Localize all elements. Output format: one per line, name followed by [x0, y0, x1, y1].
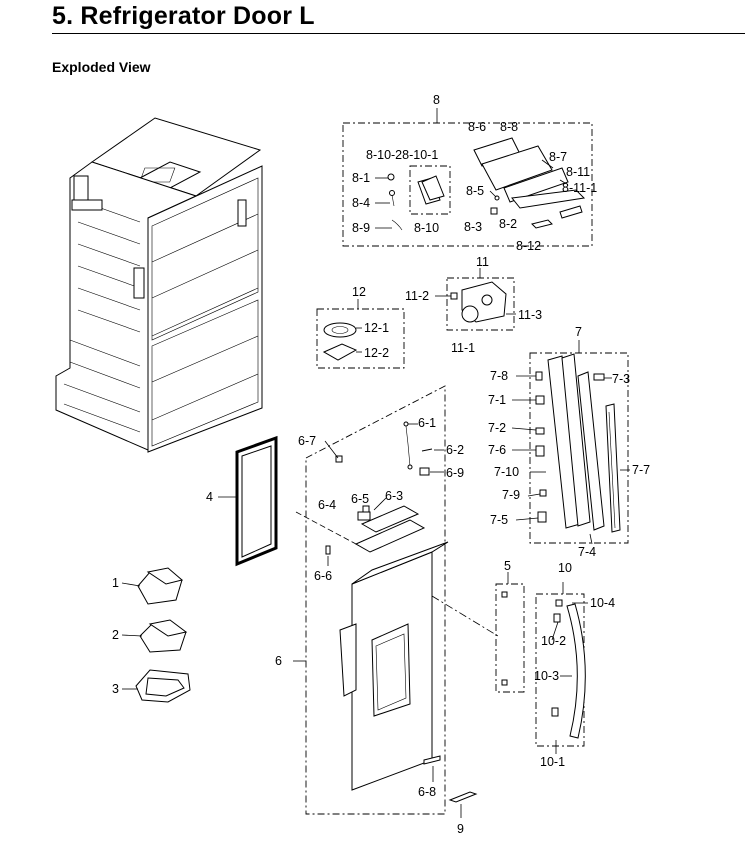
part-3-door-bin	[122, 669, 191, 703]
callout-8-9: 8-9	[352, 221, 370, 235]
callout-8: 8	[433, 93, 440, 107]
callout-7-10: 7-10	[494, 465, 519, 479]
callout-8-4: 8-4	[352, 196, 370, 210]
callout-8-11-1: 8-11-1	[562, 181, 597, 195]
group-12-guide-assembly	[316, 299, 405, 369]
callout-7-6: 7-6	[488, 443, 506, 457]
callout-9: 9	[457, 822, 464, 836]
callout-8-2: 8-2	[499, 217, 517, 231]
callout-6: 6	[275, 654, 282, 668]
callout-5: 5	[504, 559, 511, 573]
callout-labels: 8 8-6 8-8 8-10-28-10-1 8-7 8-11 8-1 8-5 …	[112, 93, 650, 836]
callout-3: 3	[112, 682, 119, 696]
callout-10-2: 10-2	[541, 634, 566, 648]
callout-12: 12	[352, 285, 366, 299]
part-2-door-bin	[121, 619, 188, 653]
callout-6-9: 6-9	[446, 466, 464, 480]
callout-1: 1	[112, 576, 119, 590]
group-11-ice-maker-assembly	[435, 268, 516, 331]
callout-11-3: 11-3	[518, 308, 542, 322]
group-10-door-handle-assembly	[535, 582, 588, 754]
group-7-door-frame-assembly	[511, 340, 630, 545]
page-title: 5. Refrigerator Door L	[52, 2, 315, 30]
callout-11-1: 11-1	[451, 341, 475, 355]
callout-6-5: 6-5	[351, 492, 369, 506]
callout-8-11: 8-11	[566, 165, 590, 179]
group-8-dispenser-cover-assembly	[342, 108, 593, 247]
callout-6-6: 6-6	[314, 569, 332, 583]
callout-10-1: 10-1	[540, 755, 565, 769]
callout-7-8: 7-8	[490, 369, 508, 383]
callout-6-8: 6-8	[418, 785, 436, 799]
title-underline	[52, 33, 745, 34]
callout-7-9: 7-9	[502, 488, 520, 502]
callout-8-10: 8-10	[414, 221, 439, 235]
callout-8-6: 8-6	[468, 120, 486, 134]
callout-10-4: 10-4	[590, 596, 615, 610]
callout-4: 4	[206, 490, 213, 504]
callout-12-2: 12-2	[364, 346, 389, 360]
callout-8-12: 8-12	[516, 239, 541, 253]
section-subtitle: Exploded View	[52, 59, 151, 75]
callout-7: 7	[575, 325, 582, 339]
callout-8-3: 8-3	[464, 220, 482, 234]
callout-7-7: 7-7	[632, 463, 650, 477]
callout-6-7: 6-7	[298, 434, 316, 448]
callout-8-10-28-10-1: 8-10-28-10-1	[366, 148, 438, 162]
callout-2: 2	[112, 628, 119, 642]
callout-10: 10	[558, 561, 572, 575]
part-1-door-bin	[121, 567, 184, 605]
callout-11: 11	[476, 255, 489, 269]
part-5-door-cap	[495, 572, 525, 693]
callout-8-5: 8-5	[466, 184, 484, 198]
callout-7-2: 7-2	[488, 421, 506, 435]
callout-10-3: 10-3	[534, 669, 559, 683]
callout-11-2: 11-2	[405, 289, 429, 303]
callout-8-7: 8-7	[549, 150, 567, 164]
callout-6-4: 6-4	[318, 498, 336, 512]
callout-12-1: 12-1	[364, 321, 389, 335]
callout-6-2: 6-2	[446, 443, 464, 457]
callout-7-5: 7-5	[490, 513, 508, 527]
callout-7-1: 7-1	[488, 393, 506, 407]
refrigerator-cabinet	[55, 117, 263, 453]
part-9-trim	[448, 791, 478, 818]
callout-7-3: 7-3	[612, 372, 630, 386]
group-6-door-foam-assembly	[293, 385, 499, 815]
part-4-door-gasket	[218, 435, 278, 567]
callout-8-1: 8-1	[352, 171, 370, 185]
callout-6-1: 6-1	[418, 416, 436, 430]
callout-8-8: 8-8	[500, 120, 518, 134]
callout-6-3: 6-3	[385, 489, 403, 503]
callout-7-4: 7-4	[578, 545, 596, 559]
